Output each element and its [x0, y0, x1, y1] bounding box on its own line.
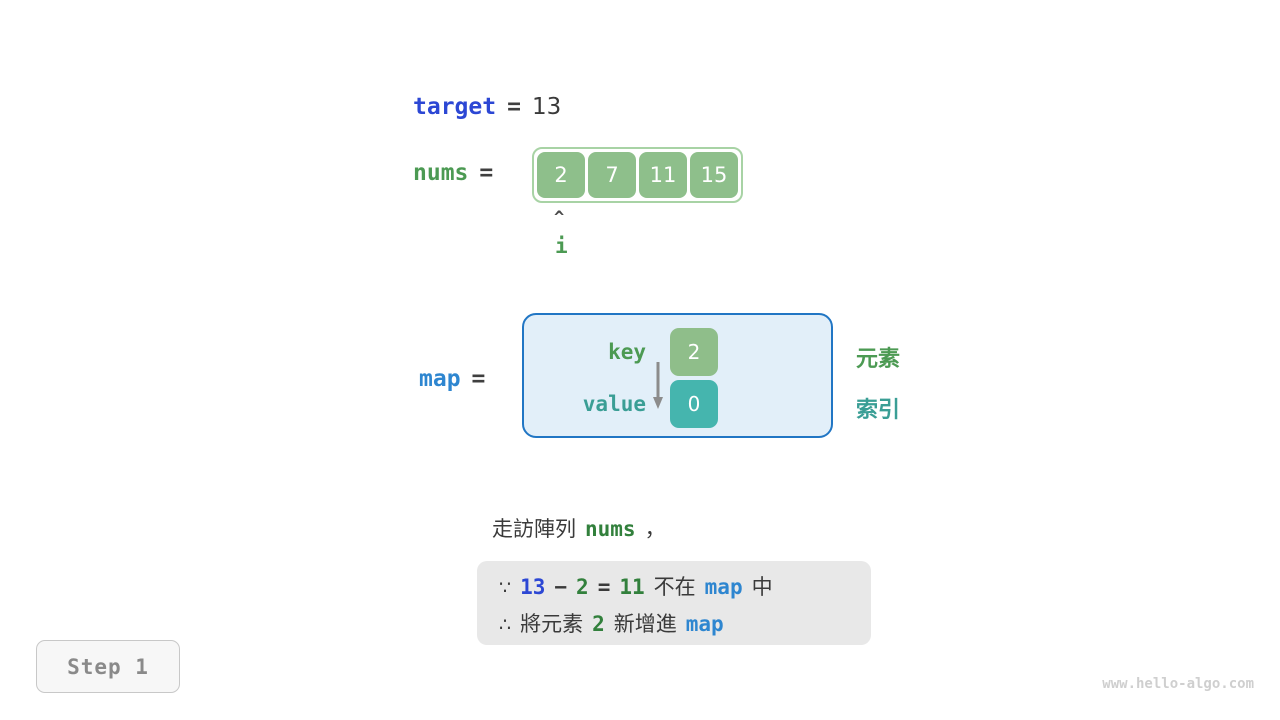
array-cell: 2 — [537, 152, 585, 198]
array-cell: 15 — [690, 152, 738, 198]
explain2-text-mid: 新增進 — [613, 612, 677, 636]
explain-equals-operator: = — [597, 575, 611, 599]
step-badge-label: Step 1 — [67, 654, 149, 679]
caption-text-after: ， — [644, 517, 666, 541]
explain-operand-target: 13 — [520, 575, 546, 599]
key-to-value-arrow-icon — [653, 362, 663, 409]
map-container: key 2 value 0 — [522, 313, 833, 438]
caption-text: 走訪陣列 nums ， — [492, 513, 666, 543]
index-pointer-caret-icon: ^ — [554, 208, 565, 228]
caption-text-before: 走訪陣列 — [492, 517, 576, 541]
explain-result: 11 — [619, 575, 645, 599]
map-value-cell: 0 — [670, 380, 718, 428]
nums-array-wrapper: 2 7 11 15 — [532, 147, 743, 203]
therefore-symbol-icon: ∴ — [499, 614, 512, 636]
explain-minus-operator: − — [554, 575, 568, 599]
array-cell: 7 — [588, 152, 636, 198]
legend-index-label: 索引 — [856, 398, 901, 423]
map-variable-name: map — [419, 366, 461, 392]
explain-operand-current: 2 — [576, 575, 589, 599]
nums-variable-name: nums — [413, 160, 469, 186]
explanation-line-1: ∵ 13 − 2 = 11 不在 map 中 — [499, 571, 849, 608]
target-variable-row: target = 13 — [413, 94, 561, 120]
step-badge: Step 1 — [36, 640, 180, 693]
nums-equals-sign: = — [479, 160, 494, 186]
index-pointer-label: i — [555, 234, 568, 258]
explanation-box: ∵ 13 − 2 = 11 不在 map 中 ∴ 將元素 2 新增進 map — [477, 561, 871, 645]
explain2-code-map: map — [685, 612, 724, 636]
explain2-number: 2 — [592, 612, 605, 636]
explain2-text-before: 將元素 — [520, 612, 584, 636]
map-key-label: key — [608, 340, 646, 364]
because-symbol-icon: ∵ — [499, 577, 512, 599]
target-value: 13 — [531, 94, 562, 120]
explain-text-in: 中 — [751, 575, 773, 599]
target-equals-sign: = — [507, 94, 521, 120]
map-value-label: value — [582, 392, 646, 416]
map-variable-row: map = — [419, 366, 485, 392]
caption-code-nums: nums — [585, 517, 636, 541]
nums-variable-row: nums = — [413, 160, 493, 186]
target-variable-name: target — [413, 94, 497, 120]
explanation-line-2: ∴ 將元素 2 新增進 map — [499, 608, 849, 645]
array-cell: 11 — [639, 152, 687, 198]
nums-array-container: 2 7 11 15 — [532, 147, 743, 203]
map-equals-sign: = — [471, 366, 486, 392]
explain-text-not-in: 不在 — [653, 575, 696, 599]
map-key-row: key 2 — [554, 328, 718, 376]
legend-element-label: 元素 — [856, 347, 901, 372]
footer-url: www.hello-algo.com — [1102, 676, 1254, 692]
explain-code-map: map — [704, 575, 743, 599]
map-key-cell: 2 — [670, 328, 718, 376]
map-value-row: value 0 — [554, 380, 718, 428]
